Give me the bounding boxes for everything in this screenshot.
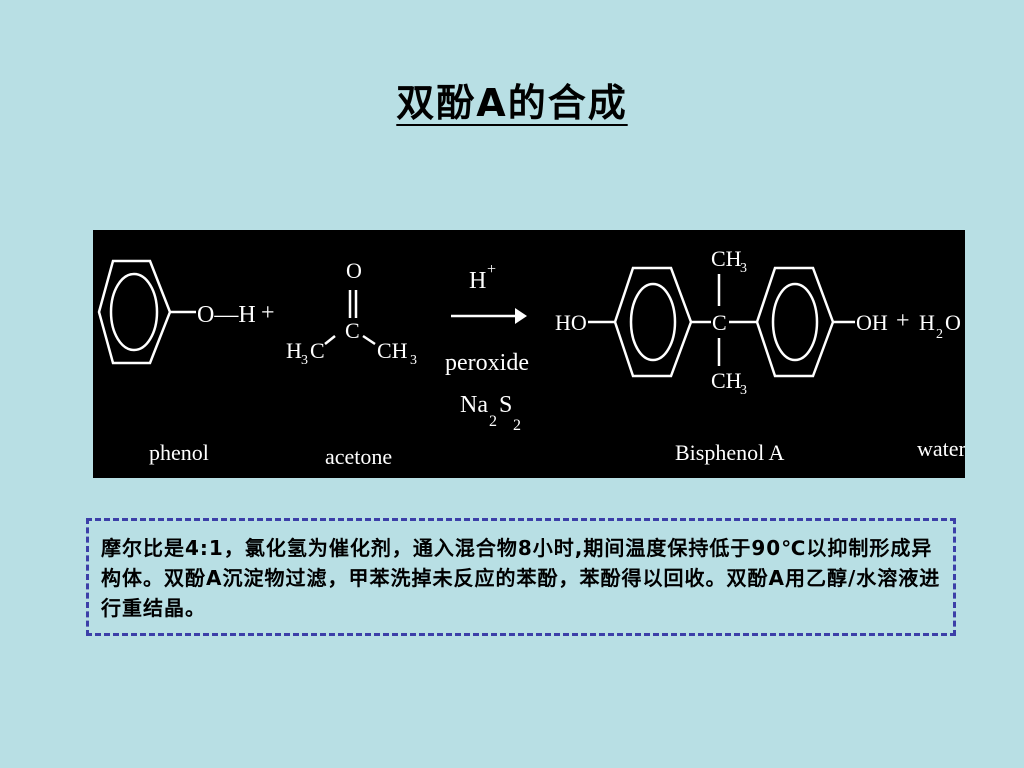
catalyst-na-label: Na (460, 392, 488, 418)
catalyst-h-label: H (469, 268, 486, 294)
plus-sign-1: + (261, 300, 275, 326)
water-sub: 2 (936, 327, 943, 342)
product-right-ring-circle (771, 282, 819, 362)
product-right-oh-label: OH (856, 310, 888, 335)
catalyst-na-sub: 2 (489, 413, 497, 430)
acetone-left-c: C (310, 338, 325, 363)
catalyst-s-label: S (499, 392, 512, 418)
acetone-center-c: C (345, 318, 360, 343)
acetone-right-ch: CH (377, 338, 408, 363)
phenol-benzene-ring (97, 259, 172, 365)
product-right-benzene-ring (755, 266, 835, 378)
product-bottom-sub: 3 (740, 383, 747, 398)
catalyst-s-sub: 2 (513, 417, 521, 434)
product-left-oh-label: HO (555, 310, 587, 335)
acetone-name-label: acetone (325, 444, 392, 469)
acetone-carbonyl-o: O (346, 258, 362, 283)
product-center-c-label: C (712, 310, 727, 335)
synthesis-note-box: 摩尔比是4:1，氯化氢为催化剂，通入混合物8小时,期间温度保持低于90℃以抑制形… (86, 518, 956, 636)
reaction-arrow-head (515, 308, 527, 324)
water-h-label: H (919, 310, 935, 335)
acetone-left-h: H (286, 338, 302, 363)
slide-title: 双酚A的合成 (0, 72, 1024, 127)
product-left-benzene-ring (613, 266, 693, 378)
synthesis-note-text: 摩尔比是4:1，氯化氢为催化剂，通入混合物8小时,期间温度保持低于90℃以抑制形… (101, 536, 941, 620)
product-top-ch-label: CH (711, 246, 742, 271)
product-top-sub: 3 (740, 261, 747, 276)
plus-sign-2: + (896, 308, 910, 334)
acetone-right-sub: 3 (410, 353, 417, 368)
water-name-label: water (917, 436, 965, 461)
reaction-scheme-svg: O—H + phenol O C H 3 C CH 3 acetone H + … (97, 246, 965, 469)
slide-title-text: 双酚A的合成 (396, 81, 628, 125)
acetone-left-sub: 3 (301, 353, 308, 368)
acetone-left-bond (324, 335, 336, 345)
water-o-label: O (945, 310, 961, 335)
product-left-ring-circle (629, 282, 677, 362)
catalyst-h-plus: + (487, 261, 496, 278)
reaction-scheme: O—H + phenol O C H 3 C CH 3 acetone H + … (93, 230, 965, 478)
catalyst-peroxide-label: peroxide (445, 350, 529, 376)
acetone-right-bond (362, 334, 376, 346)
phenol-ring-circle (109, 272, 159, 352)
product-bottom-ch-label: CH (711, 368, 742, 393)
product-name-label: Bisphenol A (675, 440, 785, 465)
phenol-name-label: phenol (149, 440, 209, 465)
phenol-oh-label: O—H (197, 302, 256, 328)
